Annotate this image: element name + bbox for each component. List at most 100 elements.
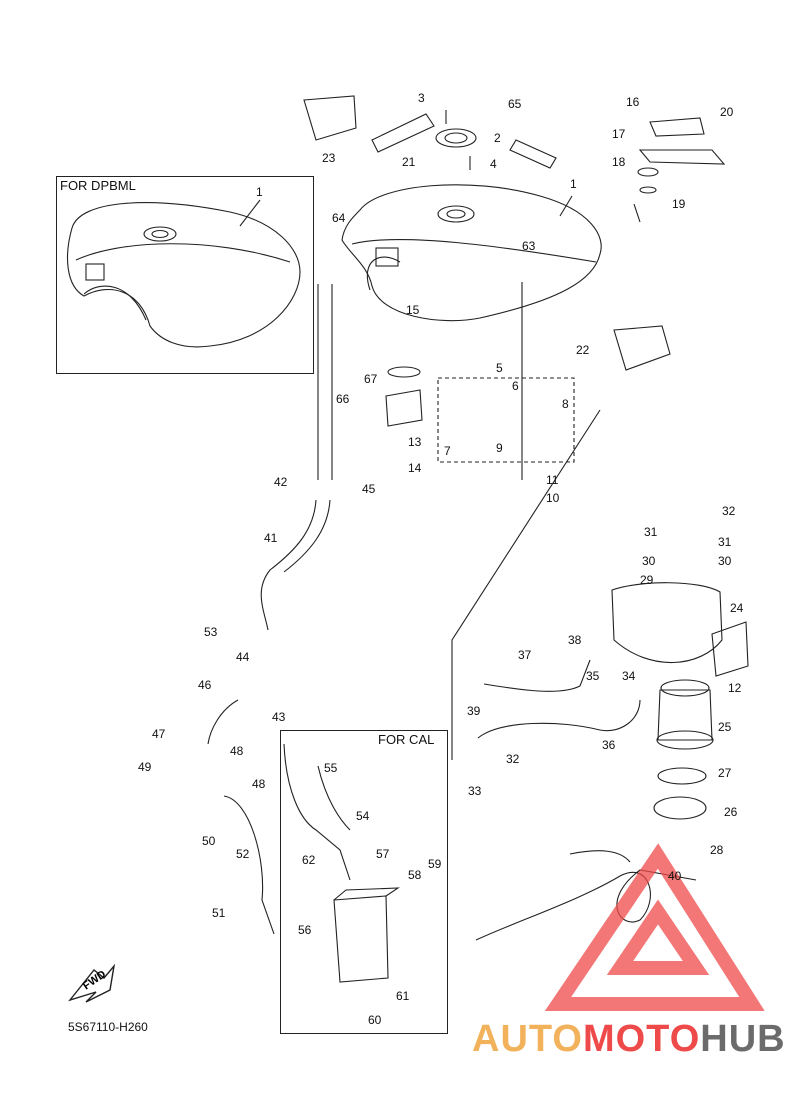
part-number-11: 11 — [546, 473, 559, 487]
watermark-triangle — [544, 843, 765, 1011]
part-number-50: 50 — [202, 834, 216, 848]
part-number-55: 55 — [324, 761, 338, 775]
dpbml-tank — [67, 202, 301, 348]
hose-42 — [260, 499, 317, 631]
part-number-33: 33 — [468, 784, 482, 798]
tray-25 — [611, 582, 723, 664]
part-number-29: 29 — [640, 573, 654, 587]
part-number-52: 52 — [236, 847, 250, 861]
hose-33 — [477, 699, 641, 739]
bracket-69 — [385, 389, 423, 427]
part-number-64: 64 — [332, 211, 346, 225]
part-number-31: 31 — [718, 535, 732, 549]
dpbml-box — [56, 176, 314, 374]
part-number-9: 9 — [496, 441, 503, 455]
gasket-28 — [657, 767, 707, 785]
hose-38 — [483, 659, 591, 692]
part-number-65: 65 — [508, 97, 522, 111]
part-number-5: 5 — [496, 361, 503, 375]
dpbml-cap — [143, 226, 177, 242]
hose-47 — [207, 699, 239, 745]
part-number-26: 26 — [724, 805, 738, 819]
part-number-43: 43 — [272, 710, 286, 724]
plate-27 — [653, 796, 707, 820]
part-number-36: 36 — [602, 738, 616, 752]
part-number-22: 22 — [576, 343, 590, 357]
part-number-59: 59 — [428, 857, 442, 871]
part-number-44: 44 — [236, 650, 250, 664]
part-number-1: 1 — [256, 185, 263, 199]
bracket-16 — [649, 117, 705, 137]
main-tank — [341, 184, 602, 322]
part-number-32: 32 — [506, 752, 520, 766]
part-number-57: 57 — [376, 847, 390, 861]
part-number-14: 14 — [408, 461, 422, 475]
sheet-12 — [711, 621, 749, 677]
watermark: AUTOMOTOHUB — [472, 1018, 786, 1061]
part-number-53: 53 — [204, 625, 218, 639]
part-number-3: 3 — [418, 91, 425, 105]
part-number-41: 41 — [264, 531, 278, 545]
part-number-47: 47 — [152, 727, 166, 741]
bracket-17 — [638, 149, 726, 165]
part-number-58: 58 — [408, 868, 422, 882]
cal-box-label: FOR CAL — [378, 732, 435, 747]
watermark-auto: AUTO — [472, 1018, 583, 1060]
part-number-28: 28 — [710, 843, 724, 857]
part-number-8: 8 — [562, 397, 569, 411]
part-number-49: 49 — [138, 760, 152, 774]
part-number-4: 4 — [490, 157, 497, 171]
fwd-label: FWD — [81, 968, 108, 992]
part-number-48: 48 — [252, 777, 266, 791]
cap-ring — [435, 128, 477, 148]
part-number-46: 46 — [198, 678, 212, 692]
part-number-25: 25 — [718, 720, 732, 734]
part-number-20: 20 — [720, 105, 734, 119]
part-number-1: 1 — [570, 177, 577, 191]
part-number-34: 34 — [622, 669, 636, 683]
diagram-code: 5S67110-H260 — [68, 1020, 148, 1034]
part-number-67: 67 — [364, 372, 378, 386]
part-number-38: 38 — [568, 633, 582, 647]
part-number-39: 39 — [467, 704, 481, 718]
part-number-48: 48 — [230, 744, 244, 758]
fwd-arrow — [68, 963, 116, 1003]
main-cap — [437, 205, 475, 223]
part-number-37: 37 — [518, 648, 532, 662]
part-number-30: 30 — [718, 554, 732, 568]
watermark-moto: MOTO — [582, 1018, 701, 1060]
part-number-66: 66 — [336, 392, 350, 406]
part-number-13: 13 — [408, 435, 422, 449]
part-number-10: 10 — [546, 491, 560, 505]
part-number-35: 35 — [586, 669, 600, 683]
part-number-63: 63 — [522, 239, 536, 253]
part-number-19: 19 — [672, 197, 686, 211]
pad-23 — [613, 325, 671, 371]
dpbml-box-label: FOR DPBML — [60, 178, 136, 193]
part-number-7: 7 — [444, 444, 451, 458]
watermark-hub: HUB — [700, 1018, 786, 1060]
pad-24 — [303, 95, 357, 141]
part-number-56: 56 — [298, 923, 312, 937]
part-number-27: 27 — [718, 766, 732, 780]
canister-58 — [333, 895, 389, 983]
part-number-15: 15 — [406, 303, 420, 317]
part-number-45: 45 — [362, 482, 376, 496]
part-number-31: 31 — [644, 525, 658, 539]
part-number-32: 32 — [722, 504, 736, 518]
part-number-60: 60 — [368, 1013, 382, 1027]
part-number-21: 21 — [402, 155, 416, 169]
part-number-16: 16 — [626, 95, 640, 109]
part-number-61: 61 — [396, 989, 410, 1003]
hose-55 — [283, 743, 351, 881]
part-number-23: 23 — [322, 151, 336, 165]
part-number-51: 51 — [212, 906, 226, 920]
part-number-40: 40 — [668, 869, 682, 883]
unit-5-box — [437, 377, 575, 463]
part-number-24: 24 — [730, 601, 744, 615]
part-number-2: 2 — [494, 131, 501, 145]
hose-52 — [223, 795, 275, 935]
pad-22 — [371, 113, 435, 153]
part-number-30: 30 — [642, 554, 656, 568]
